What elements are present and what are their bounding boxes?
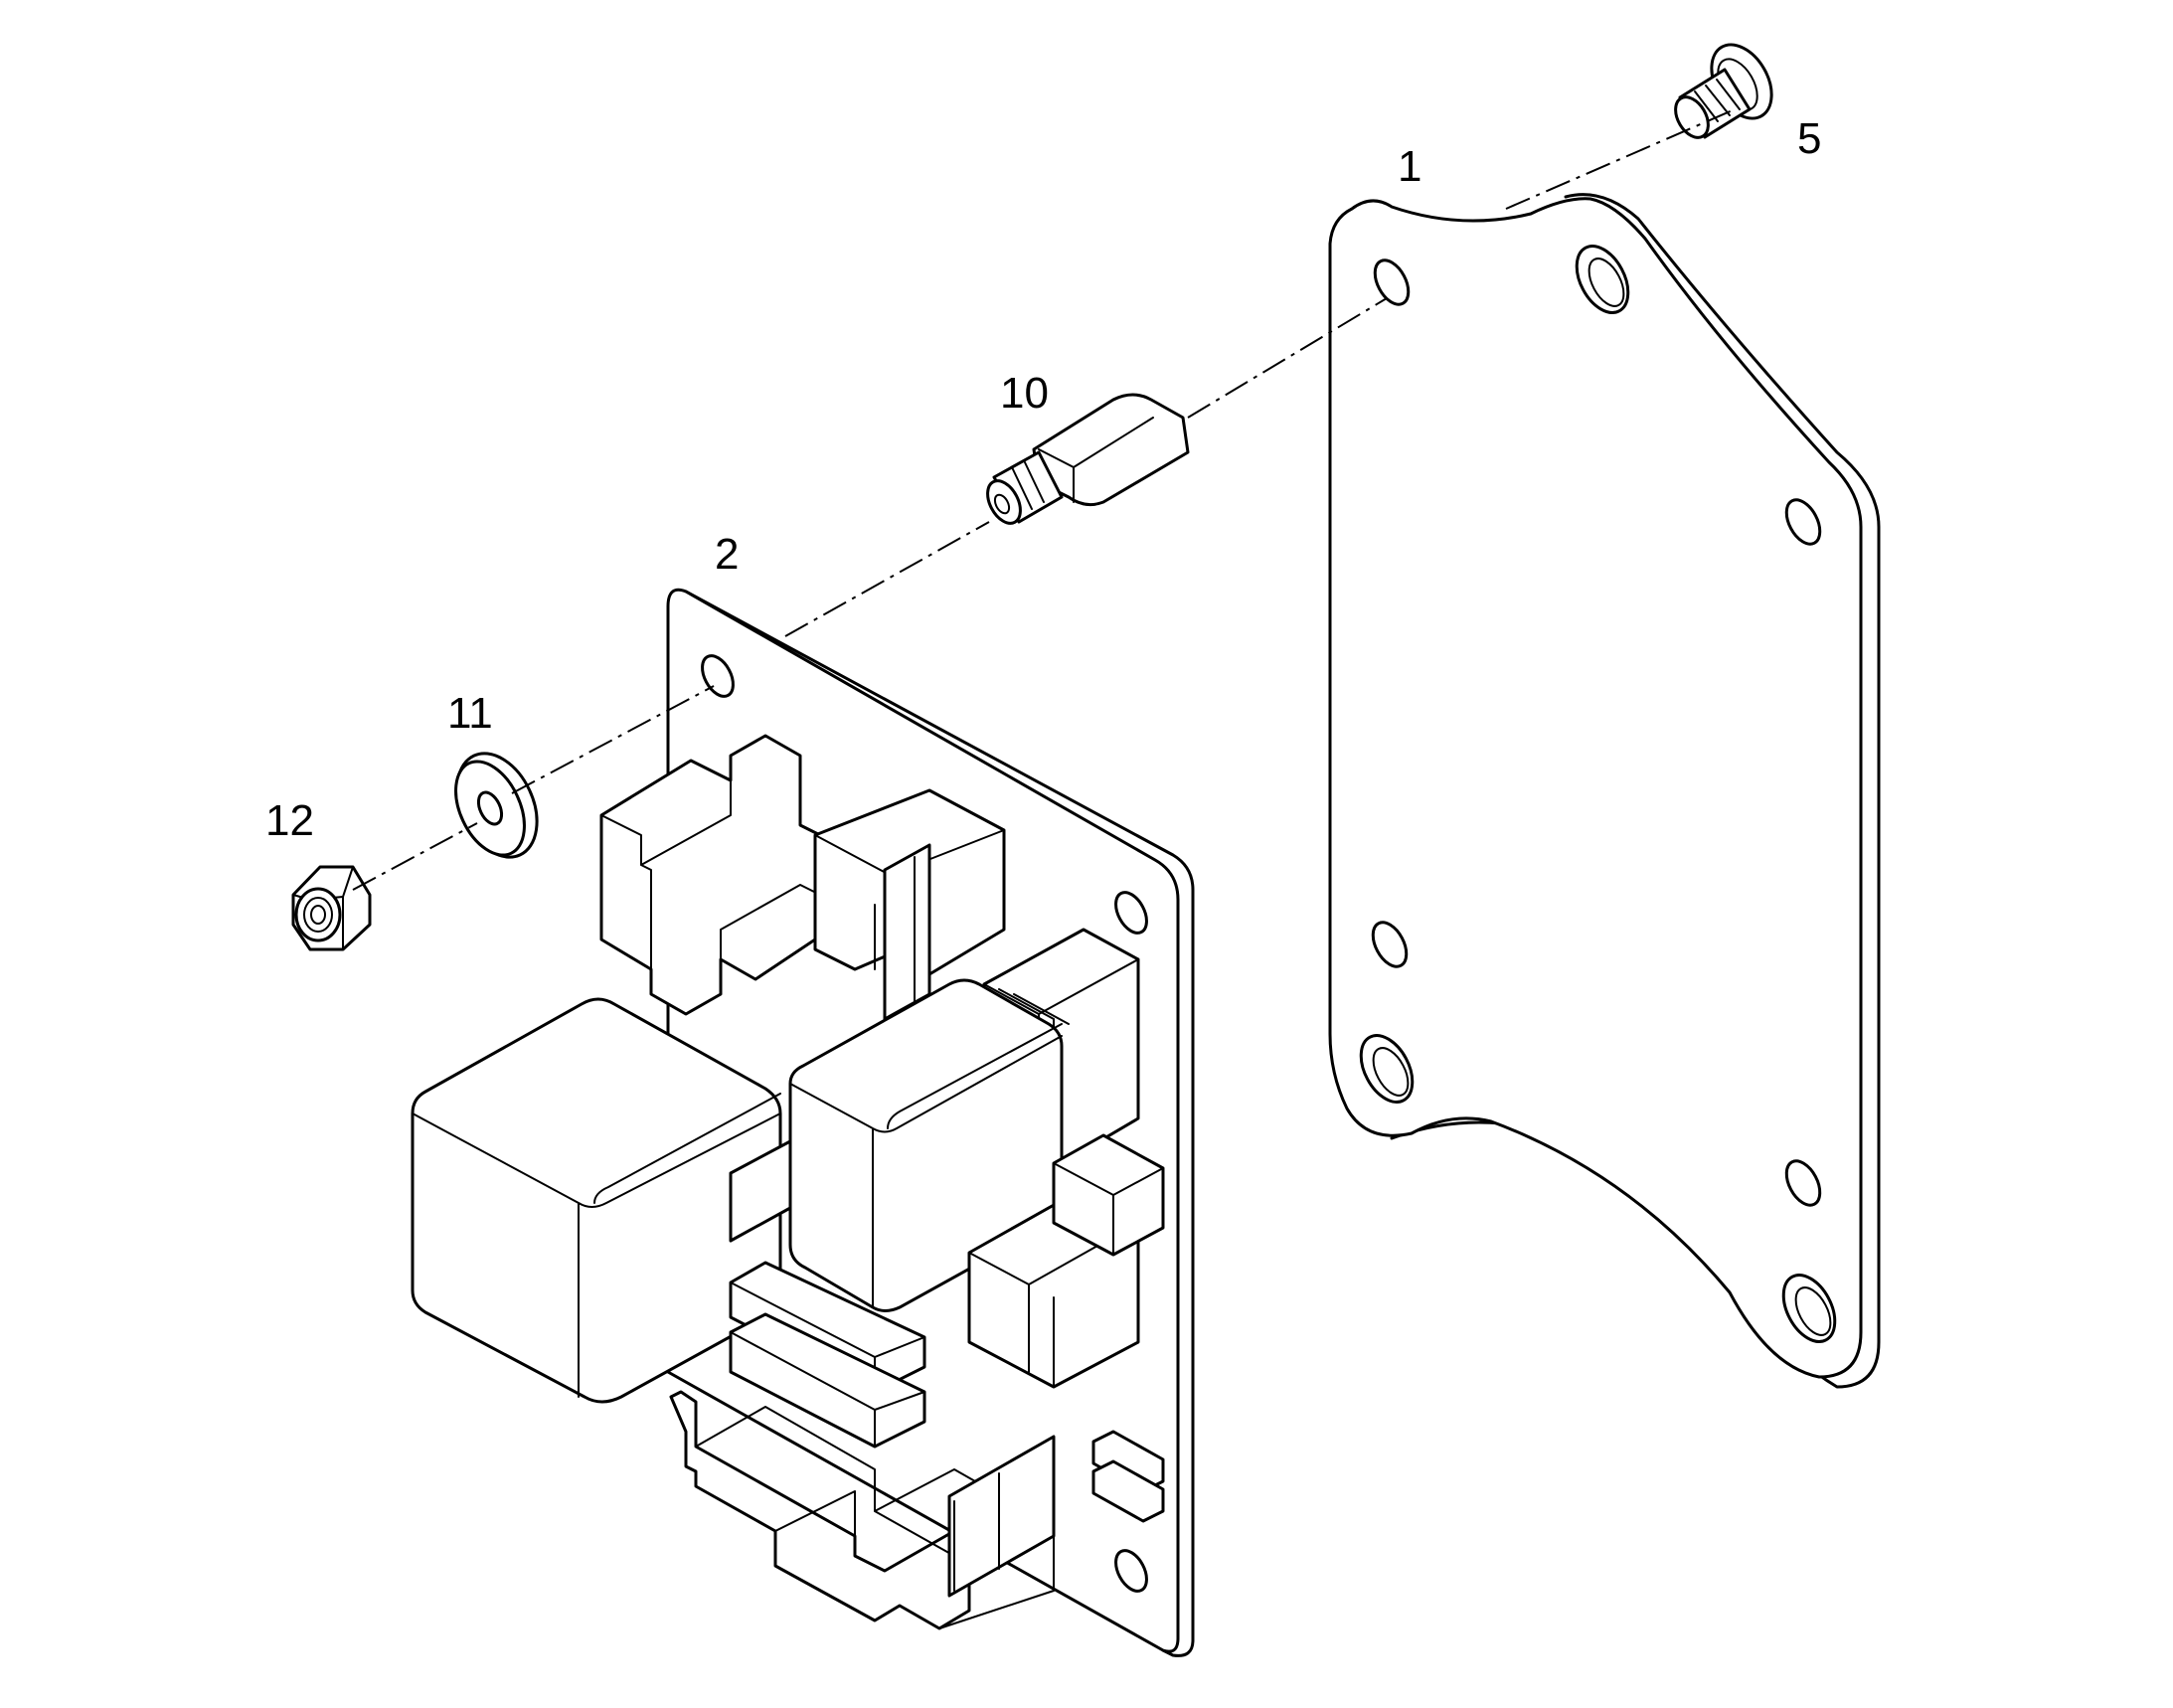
part-1-bracket-plate — [1328, 193, 1881, 1389]
part-2-fuse-relay-board — [411, 588, 1195, 1657]
assembly-centre-lines — [352, 108, 1736, 891]
part-10-hex-standoff — [986, 393, 1190, 525]
callout-label-11: 11 — [447, 689, 493, 738]
callout-label-10: 10 — [1000, 369, 1049, 418]
callout-label-1: 1 — [1398, 142, 1422, 191]
callout-label-12: 12 — [265, 796, 314, 845]
part-11-washer — [454, 752, 539, 859]
callout-label-2: 2 — [715, 530, 740, 579]
callout-label-5: 5 — [1797, 114, 1822, 163]
part-5-screw — [1674, 43, 1773, 139]
part-12-lock-nut — [291, 865, 372, 951]
